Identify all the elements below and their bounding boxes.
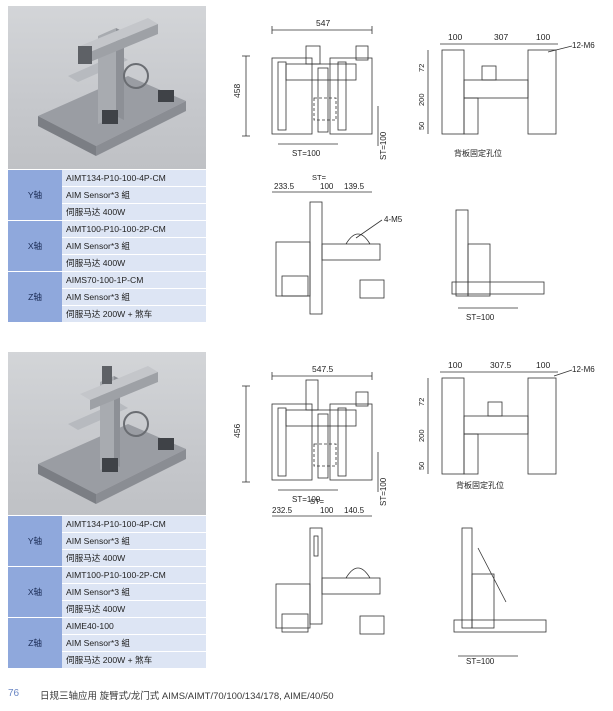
back-plate-caption: 背板固定孔位 xyxy=(454,148,502,158)
axis-label-z: Z轴 xyxy=(8,617,62,669)
spec-cell: 伺服马达 400W xyxy=(62,549,206,567)
dim-st-side: ST=100 xyxy=(466,657,495,666)
axis-label-y: Y轴 xyxy=(8,516,62,567)
dim-m5: 4-M5 xyxy=(384,215,403,224)
back-plate-drawing: 100 307.5 100 12-M6 72 200 50 背板固定孔位 xyxy=(417,360,595,490)
dim-st-front-v: ST=100 xyxy=(379,477,388,506)
dim-v50: 50 xyxy=(417,122,426,130)
dim-mid: 100 xyxy=(320,182,334,191)
dim-v72: 72 xyxy=(417,64,426,72)
gantry-3axis-render xyxy=(38,18,186,156)
back-plate-caption: 背板固定孔位 xyxy=(456,480,504,490)
spec-cell: AIM Sensor*3 組 xyxy=(62,288,206,306)
front-view-drawing: 547 458 ST=100 ST=100 xyxy=(232,18,388,160)
dim-holes: 12-M6 xyxy=(572,365,595,374)
axis-label-z: Z轴 xyxy=(8,271,62,323)
spec-cell: AIMT134-P10-100-4P-CM xyxy=(62,170,206,187)
spec-cell: AIM Sensor*3 組 xyxy=(62,583,206,601)
page-footer: 76 日规三轴应用 旋臂式/龙门式 AIMS/AIMT/70/100/134/1… xyxy=(8,688,608,704)
dim-st-top: ST= xyxy=(310,497,325,506)
spec-cell: 伺服马达 200W + 煞车 xyxy=(62,651,206,669)
dim-v200: 200 xyxy=(417,429,426,442)
dim-plate-100a: 100 xyxy=(448,360,462,370)
dim-height: 458 xyxy=(232,84,242,98)
spec-cell: AIME40-100 xyxy=(62,617,206,635)
dim-right: 139.5 xyxy=(344,182,365,191)
page-number: 76 xyxy=(8,688,20,699)
spec-cell: 伺服马达 200W + 煞车 xyxy=(62,305,206,323)
spec-cell: AIM Sensor*3 組 xyxy=(62,634,206,652)
dim-v50: 50 xyxy=(417,462,426,470)
product-photo xyxy=(8,6,206,169)
spec-cell: 伺服马达 400W xyxy=(62,203,206,221)
axis-label-x: X轴 xyxy=(8,566,62,618)
dim-mid: 100 xyxy=(320,506,334,515)
front-view-drawing: 547.5 456 ST=100 ST=100 xyxy=(232,364,388,506)
dim-plate-100b: 100 xyxy=(536,360,550,370)
spec-cell: 伺服马达 400W xyxy=(62,600,206,618)
technical-drawings: 547 458 ST=100 ST=100 100 307 100 12-M6 xyxy=(232,18,595,322)
spec-cell: 伺服马达 400W xyxy=(62,254,206,272)
gantry-3axis-render xyxy=(38,366,186,504)
dim-v200: 200 xyxy=(417,93,426,106)
dim-holes: 12-M6 xyxy=(572,41,595,50)
dim-left: 232.5 xyxy=(272,506,293,515)
dim-plate-307: 307 xyxy=(494,32,508,42)
dim-plate-307: 307.5 xyxy=(490,360,512,370)
spec-cell: AIMT100-P10-100-2P-CM xyxy=(62,566,206,584)
dim-right: 140.5 xyxy=(344,506,365,515)
spec-cell: AIMT100-P10-100-2P-CM xyxy=(62,220,206,238)
dim-st-front: ST=100 xyxy=(292,149,321,158)
dim-st-side: ST=100 xyxy=(466,313,495,322)
product-photo xyxy=(8,352,206,515)
side-view-drawing: ST= 232.5 100 140.5 ST=100 xyxy=(272,497,547,666)
dim-st-top: ST= xyxy=(312,173,327,182)
dim-height: 456 xyxy=(232,424,242,438)
dim-width: 547 xyxy=(316,18,330,28)
spec-cell: AIM Sensor*3 組 xyxy=(62,186,206,204)
dim-width: 547.5 xyxy=(312,364,334,374)
dim-st-front: ST=100 xyxy=(292,495,321,504)
dim-plate-100a: 100 xyxy=(448,32,462,42)
side-view-drawing: ST= 233.5 100 139.5 4-M5 ST=100 xyxy=(272,173,545,322)
axis-label-x: X轴 xyxy=(8,220,62,272)
spec-cell: AIM Sensor*3 組 xyxy=(62,237,206,255)
dim-plate-100b: 100 xyxy=(536,32,550,42)
spec-cell: AIMS70-100-1P-CM xyxy=(62,271,206,289)
spec-cell: AIMT134-P10-100-4P-CM xyxy=(62,516,206,533)
back-plate-drawing: 100 307 100 12-M6 72 200 50 背板固定孔位 xyxy=(417,32,595,158)
spec-cell: AIM Sensor*3 組 xyxy=(62,532,206,550)
axis-label-y: Y轴 xyxy=(8,170,62,221)
dim-v72: 72 xyxy=(417,398,426,406)
footer-title: 日规三轴应用 旋臂式/龙门式 AIMS/AIMT/70/100/134/178,… xyxy=(40,691,334,702)
technical-drawings: 547.5 456 ST=100 ST=100 100 307.5 100 12… xyxy=(232,360,595,666)
dim-st-front-v: ST=100 xyxy=(379,131,388,160)
dim-left: 233.5 xyxy=(274,182,295,191)
